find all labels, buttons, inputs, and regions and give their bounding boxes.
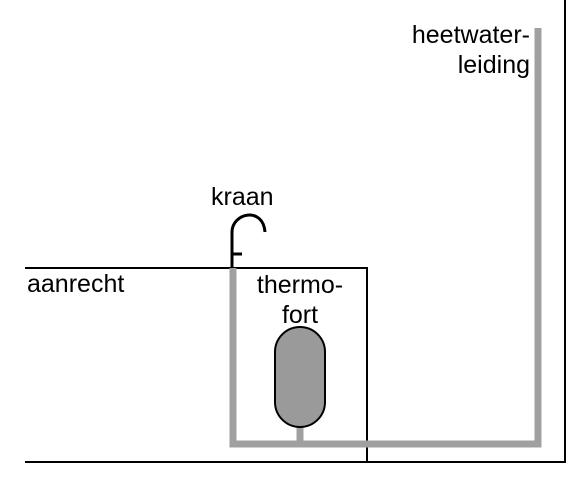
counter-label: aanrecht bbox=[27, 270, 125, 298]
hot-water-pipe-label-line1: heetwater- bbox=[411, 21, 530, 49]
heater-label: thermo- fort bbox=[236, 270, 364, 330]
heater-label-line2: fort bbox=[281, 301, 319, 329]
water-heater-tank bbox=[274, 326, 326, 428]
hot-water-pipe bbox=[229, 28, 542, 448]
tap-label: kraan bbox=[211, 183, 274, 211]
heater-label-line1: thermo- bbox=[256, 271, 344, 299]
tap-icon bbox=[230, 213, 267, 268]
hot-water-pipe-label: heetwater- leiding bbox=[360, 20, 530, 80]
hot-water-pipe-label-line2: leiding bbox=[457, 51, 530, 79]
